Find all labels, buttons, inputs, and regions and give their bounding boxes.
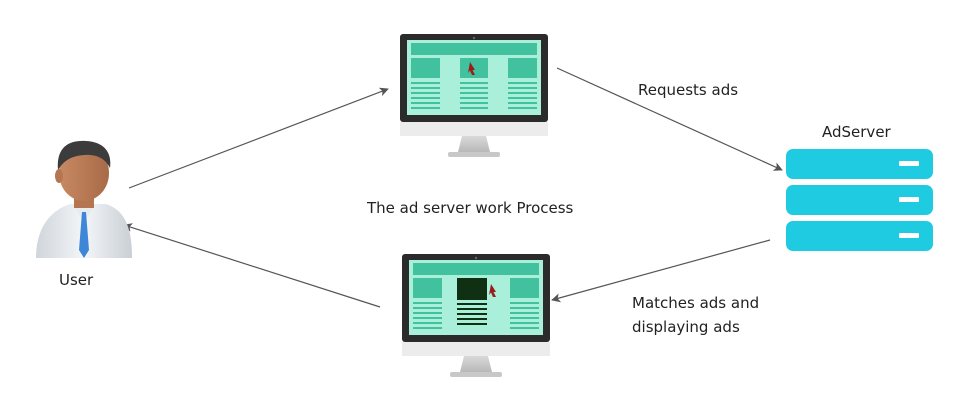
monitor-icon xyxy=(400,34,548,157)
server-icon xyxy=(786,149,933,251)
user-label: User xyxy=(59,271,94,289)
user-icon xyxy=(36,140,132,258)
matches-ads-line-2: displaying ads xyxy=(632,318,740,336)
cursor-icon xyxy=(489,284,496,297)
matches-ads-line-1: Matches ads and xyxy=(632,294,760,312)
arrow-top-monitor-to-server xyxy=(556,67,783,171)
arrow-server-to-bottom-monitor xyxy=(551,239,771,303)
matches-ads-label: Matches ads and displaying ads xyxy=(632,291,759,339)
requests-ads-label: Requests ads xyxy=(638,81,739,99)
arrow-user-to-top-monitor xyxy=(128,87,389,189)
adserver-label: AdServer xyxy=(822,123,891,141)
process-title: The ad server work Process xyxy=(367,199,574,217)
cursor-icon xyxy=(468,62,475,75)
arrow-bottom-monitor-to-user xyxy=(123,223,381,308)
monitor-icon xyxy=(402,254,550,377)
